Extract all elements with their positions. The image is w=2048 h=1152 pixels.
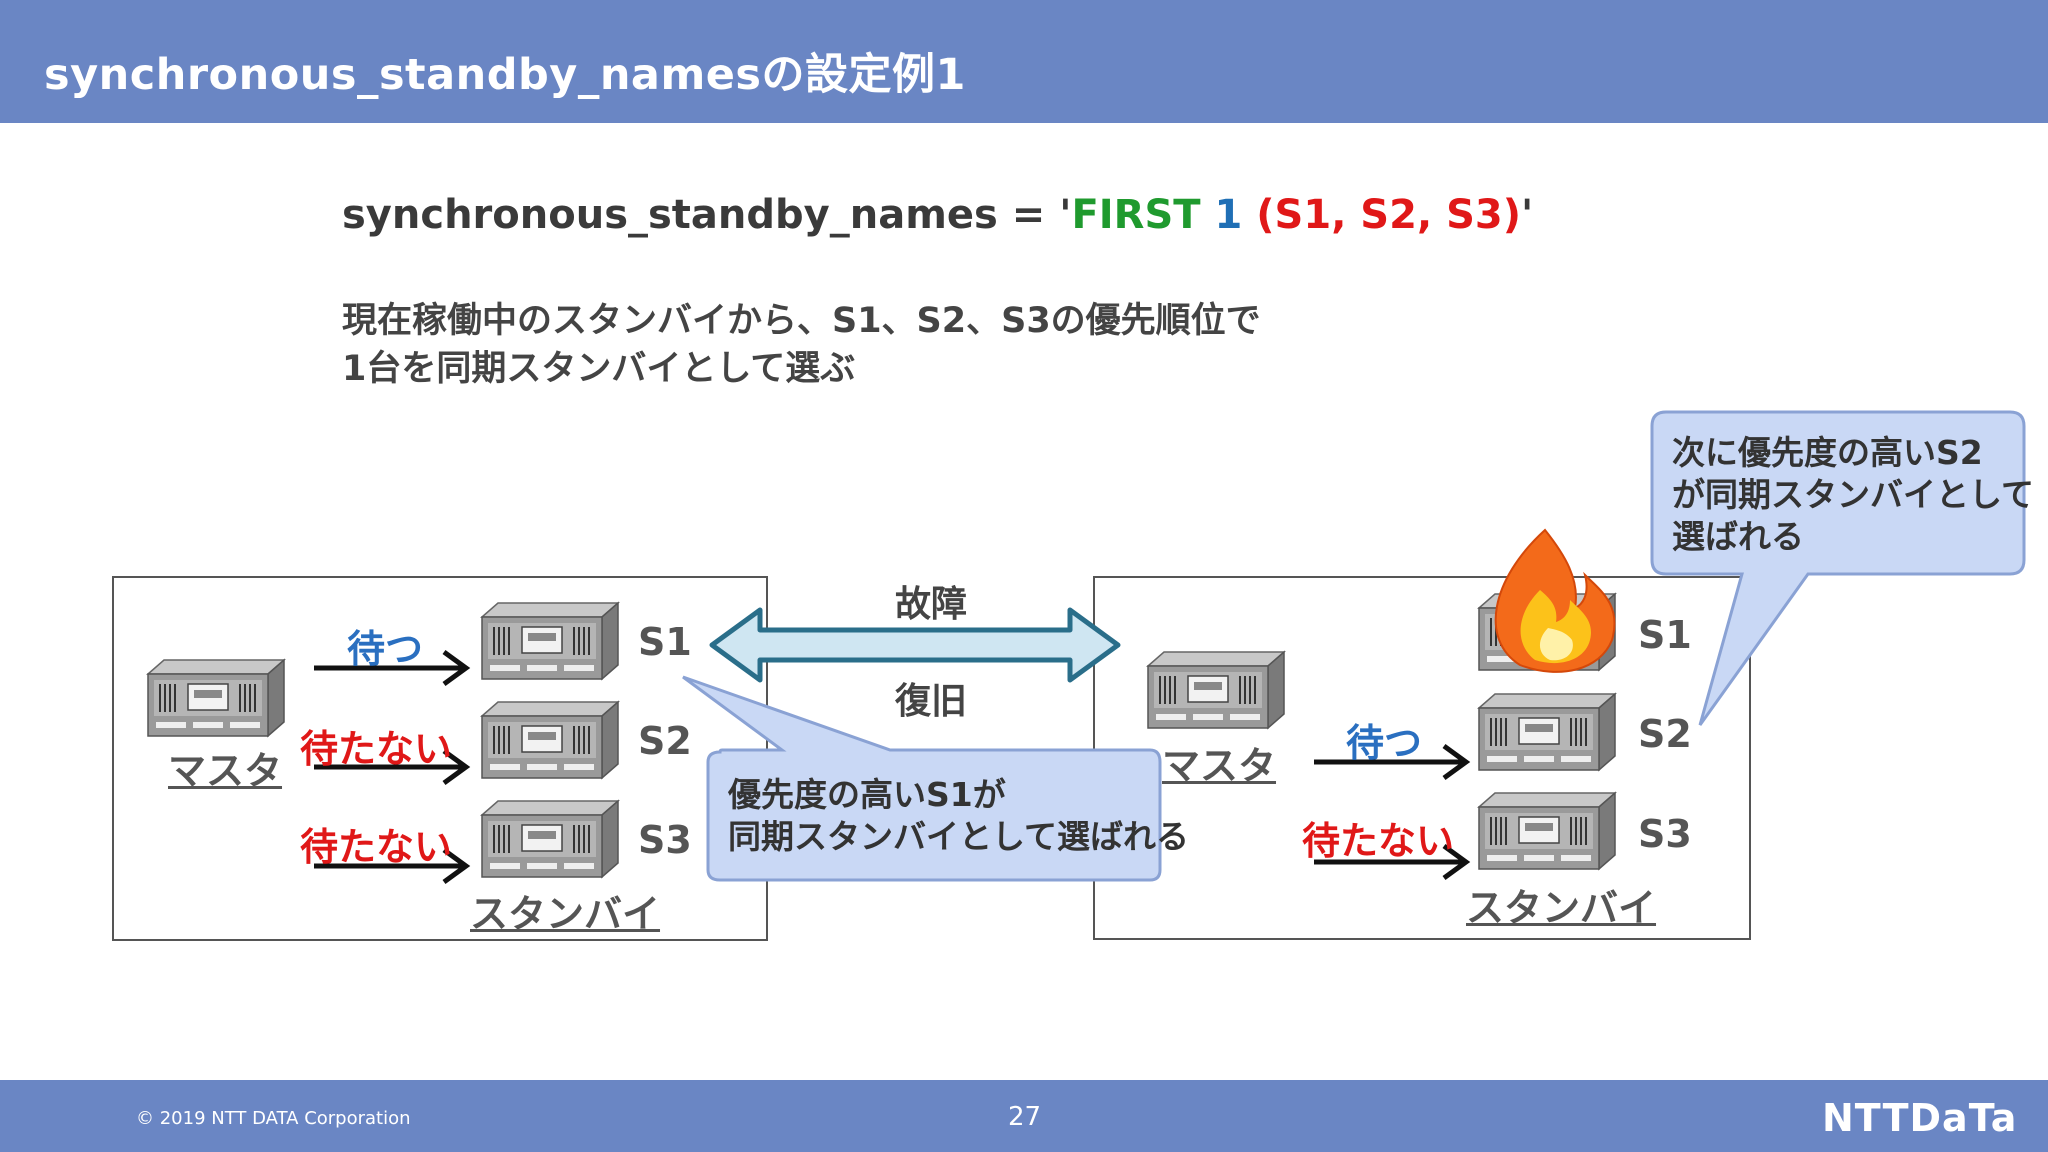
fire-icon (1494, 528, 1616, 673)
server-label-s2: S2 (1638, 712, 1692, 756)
slide-footer: © 2019 NTT DATA Corporation 27 NTTDaTa (0, 1080, 2048, 1152)
slide-title: synchronous_standby_namesの設定例1 (44, 50, 966, 100)
config-prefix: synchronous_standby_names = ' (342, 192, 1072, 238)
left-scenario-box (112, 576, 768, 941)
company-logo: NTTDaTa (1822, 1096, 2018, 1140)
server-label-s1: S1 (1638, 613, 1692, 657)
server-icon (481, 800, 619, 878)
failure-label: 故障 (895, 584, 968, 625)
description-line-2: 1台を同期スタンバイとして選ぶ (342, 349, 856, 389)
no-wait-label: 待たない (1302, 819, 1455, 863)
callout-right-line-1: 次に優先度の高いS2 (1672, 433, 1983, 472)
callout-right-line-3: 選ばれる (1672, 517, 1804, 556)
config-list: (S1, S2, S3) (1256, 192, 1521, 238)
server-label-s2: S2 (638, 719, 692, 763)
standby-label: スタンバイ (1466, 886, 1657, 930)
server-icon (147, 659, 285, 737)
callout-right-text: 次に優先度の高いS2 が同期スタンバイとして 選ばれる (1672, 432, 2034, 558)
config-suffix: ' (1521, 192, 1534, 238)
server-label-s1: S1 (638, 620, 692, 664)
config-line: synchronous_standby_names = 'FIRST 1 (S1… (342, 192, 1533, 238)
server-icon (481, 602, 619, 680)
callout-left-bubble (682, 675, 1162, 882)
master-label: マスタ (1162, 744, 1277, 788)
server-label-s3: S3 (1638, 812, 1692, 856)
callout-right-bubble (1650, 410, 2026, 726)
recovery-label: 復旧 (895, 681, 968, 722)
server-icon (1478, 693, 1616, 771)
server-icon (1478, 792, 1616, 870)
standby-label: スタンバイ (470, 892, 661, 936)
description: 現在稼働中のスタンバイから、S1、S2、S3の優先順位で 1台を同期スタンバイと… (342, 297, 1261, 393)
slide-header: synchronous_standby_namesの設定例1 (0, 0, 2048, 123)
double-arrow-icon (709, 607, 1121, 683)
no-wait-label: 待たない (300, 825, 453, 869)
server-icon (1147, 651, 1285, 729)
server-icon (481, 701, 619, 779)
config-keyword: FIRST (1071, 192, 1201, 238)
config-number: 1 (1214, 192, 1243, 238)
description-line-1: 現在稼働中のスタンバイから、S1、S2、S3の優先順位で (342, 301, 1261, 341)
server-label-s3: S3 (638, 818, 692, 862)
right-scenario-box (1093, 576, 1751, 940)
copyright: © 2019 NTT DATA Corporation (136, 1108, 411, 1129)
callout-left-line-2: 同期スタンバイとして選ばれる (728, 817, 1190, 856)
page-number: 27 (1008, 1102, 1042, 1132)
master-label: マスタ (168, 749, 283, 793)
callout-left-text: 優先度の高いS1が 同期スタンバイとして選ばれる (728, 774, 1189, 858)
wait-label: 待つ (347, 627, 424, 671)
callout-right-line-2: が同期スタンバイとして (1672, 475, 2035, 514)
callout-left-line-1: 優先度の高いS1が (728, 775, 1006, 814)
wait-label: 待つ (1346, 721, 1423, 765)
no-wait-label: 待たない (300, 727, 453, 771)
